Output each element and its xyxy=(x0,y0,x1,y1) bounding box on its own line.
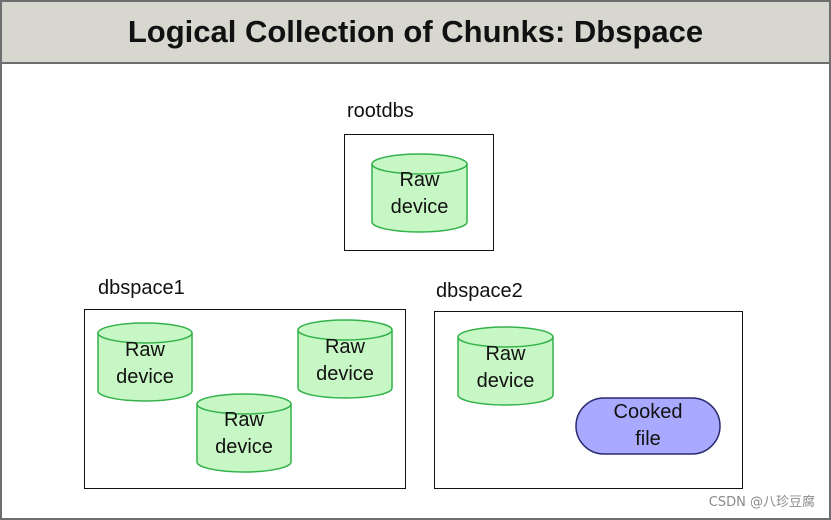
page-title: Logical Collection of Chunks: Dbspace xyxy=(127,14,704,49)
dbspace-label-dbspace2: dbspace2 xyxy=(436,280,529,303)
raw-device-cylinder xyxy=(196,393,292,473)
cooked-file-shape xyxy=(575,397,721,455)
title-bar: Logical Collection of Chunks: Dbspace xyxy=(2,2,829,64)
raw-device-cylinder xyxy=(457,326,554,406)
raw-device-cylinder xyxy=(371,153,468,233)
watermark: CSDN @八珍豆腐 xyxy=(708,495,815,510)
dbspace-label-dbspace1: dbspace1 xyxy=(98,277,185,299)
raw-device-cylinder xyxy=(297,319,393,399)
raw-device-cylinder xyxy=(97,322,193,402)
dbspace-label-rootdbs: rootdbs xyxy=(347,100,414,122)
